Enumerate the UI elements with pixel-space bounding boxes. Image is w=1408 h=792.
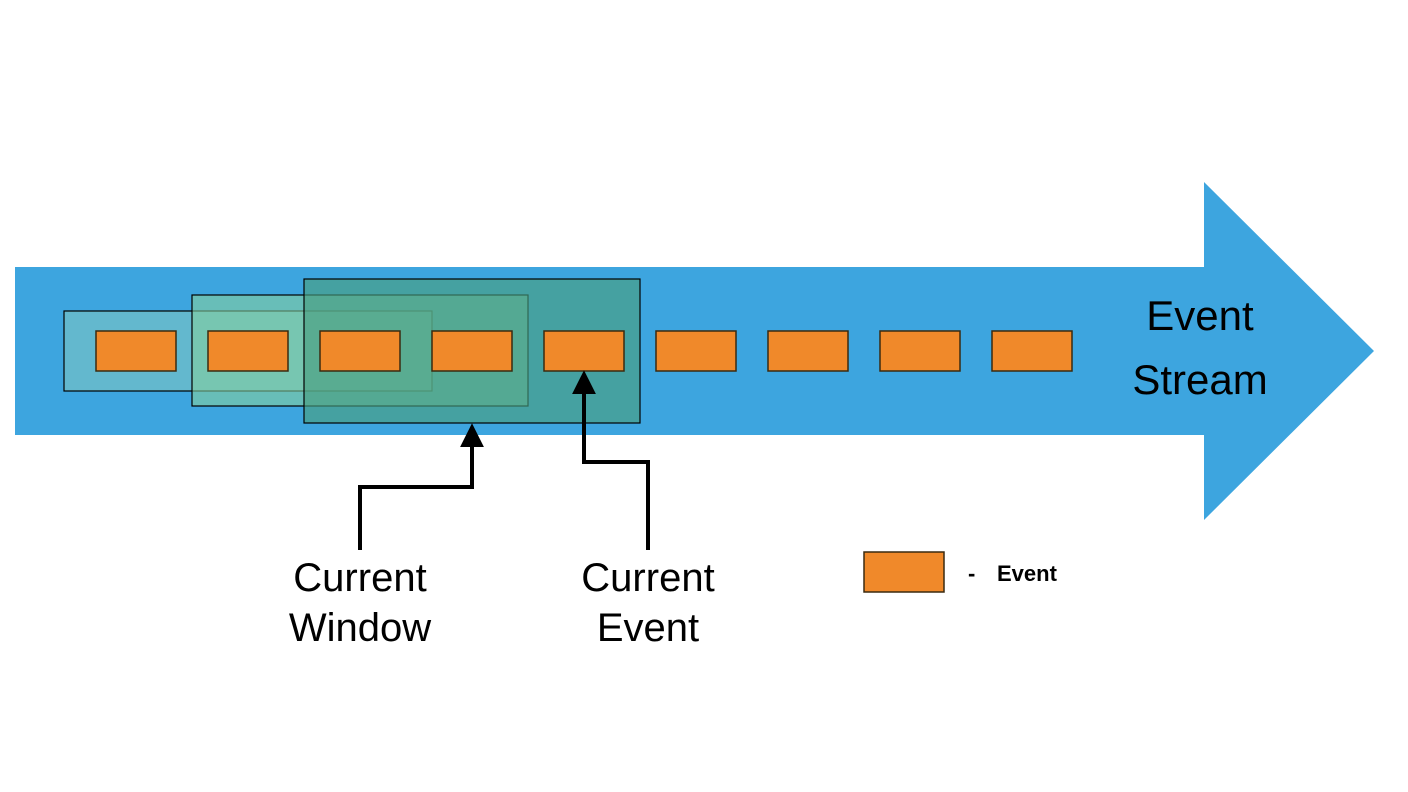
event-box	[655, 330, 737, 372]
event-box	[207, 330, 289, 372]
event-box	[95, 330, 177, 372]
legend-label: Event	[997, 561, 1058, 586]
current-event-box	[543, 330, 625, 372]
current-event-pointer	[572, 370, 650, 550]
event-box	[319, 330, 401, 372]
events-layer	[95, 330, 1073, 372]
current-event-label-line2: Event	[597, 606, 699, 650]
current-window-label-line1: Current	[293, 556, 426, 600]
legend: - Event	[863, 551, 1058, 593]
legend-dash: -	[968, 561, 975, 586]
current-window-pointer	[358, 423, 484, 550]
current-window-label-line2: Window	[289, 606, 431, 650]
event-box	[991, 330, 1073, 372]
event-box	[879, 330, 961, 372]
stream-label-line2: Stream	[1132, 356, 1267, 403]
event-box	[431, 330, 513, 372]
event-box	[767, 330, 849, 372]
current-event-label-line1: Current	[581, 556, 714, 600]
legend-event-swatch	[863, 551, 945, 593]
stream-label-line1: Event	[1146, 292, 1254, 339]
